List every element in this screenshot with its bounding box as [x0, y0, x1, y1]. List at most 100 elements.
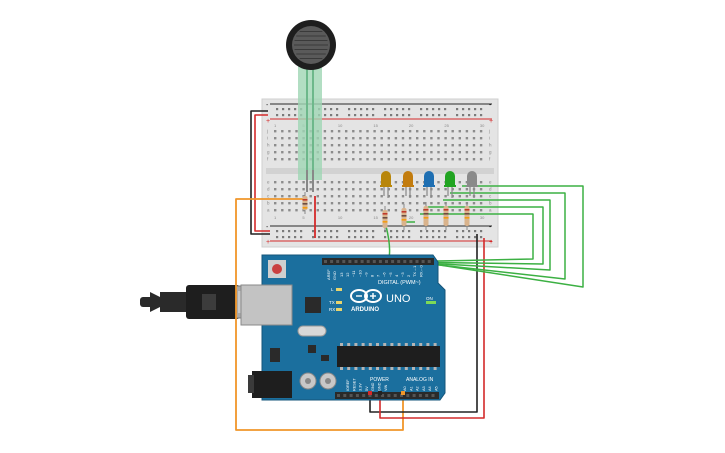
rail-hole: [402, 108, 405, 111]
breadboard-hole: [302, 209, 305, 212]
led-1: [380, 171, 392, 198]
rail-hole: [462, 114, 465, 117]
breadboard-hole: [479, 151, 483, 154]
breadboard-hole: [387, 158, 390, 161]
column-number: 15: [373, 215, 378, 220]
breadboard-hole: [437, 202, 440, 205]
breadboard-hole: [472, 137, 476, 140]
breadboard-hole: [387, 144, 390, 147]
breadboard-hole: [323, 209, 327, 212]
breadboard-hole: [458, 181, 461, 184]
breadboard-hole: [274, 181, 277, 184]
header-pin: [427, 260, 431, 263]
rail-hole: [366, 108, 369, 111]
header-pin: [403, 260, 407, 263]
rail-hole: [282, 230, 285, 233]
rail-hole: [420, 108, 423, 111]
breadboard-hole: [451, 137, 454, 140]
breadboard-hole: [465, 137, 469, 140]
rail-hole: [474, 108, 477, 111]
breadboard-hole: [337, 130, 341, 133]
rail-hole: [384, 108, 387, 111]
rail-hole: [360, 108, 363, 111]
breadboard-hole: [416, 202, 419, 205]
breadboard-hole: [337, 202, 341, 205]
breadboard-hole: [345, 158, 348, 161]
breadboard-hole: [366, 195, 369, 198]
rail-hole: [456, 236, 459, 239]
breadboard-hole: [359, 195, 362, 198]
breadboard-hole: [337, 188, 341, 191]
breadboard-hole: [437, 130, 440, 133]
rail-hole: [366, 236, 369, 239]
rail-hole: [300, 230, 303, 233]
on-label: ON: [426, 296, 433, 301]
rail-hole: [294, 108, 297, 111]
header-pin: [406, 394, 410, 397]
breadboard-hole: [394, 202, 398, 205]
reset-button[interactable]: [272, 264, 282, 274]
breadboard-hole: [337, 158, 341, 161]
rail-hole: [402, 230, 405, 233]
breadboard-hole: [274, 188, 277, 191]
breadboard-hole: [330, 130, 334, 133]
breadboard-hole: [401, 137, 405, 140]
force-sensor: [286, 20, 336, 192]
breadboard-hole: [437, 137, 440, 140]
breadboard-hole: [302, 195, 305, 198]
breadboard-hole: [408, 130, 412, 133]
breadboard-hole: [366, 130, 369, 133]
breadboard-hole: [274, 137, 277, 140]
column-number: 20: [409, 215, 414, 220]
breadboard-hole: [394, 151, 398, 154]
header-pin: [393, 394, 397, 397]
breadboard-hole: [451, 202, 454, 205]
led-3: [423, 171, 435, 198]
rail-hole: [420, 236, 423, 239]
rail-hole: [330, 236, 333, 239]
breadboard-hole: [323, 188, 327, 191]
rail-hole: [420, 114, 423, 117]
breadboard-hole: [472, 151, 476, 154]
breadboard-hole: [330, 144, 334, 147]
rail-hole: [330, 108, 333, 111]
rail-hole: [336, 230, 339, 233]
row-letter: b: [267, 201, 270, 206]
header-pin: [360, 260, 364, 263]
rail-hole: [360, 230, 363, 233]
rail-hole: [408, 236, 411, 239]
breadboard-hole: [380, 144, 383, 147]
breadboard-hole: [288, 181, 291, 184]
breadboard-hole: [274, 151, 277, 154]
rail-hole: [312, 236, 315, 239]
breadboard-hole: [458, 130, 461, 133]
header-pin: [374, 394, 378, 397]
rail-hole: [348, 108, 351, 111]
breadboard-hole: [366, 209, 369, 212]
breadboard-hole: [323, 195, 327, 198]
breadboard-hole: [394, 137, 398, 140]
breadboard-hole: [330, 209, 334, 212]
analog-pin-label: A1: [409, 386, 413, 391]
breadboard-hole: [387, 202, 390, 205]
rail-hole: [276, 114, 279, 117]
breadboard-hole: [373, 144, 376, 147]
rail-hole: [324, 230, 327, 233]
digital-pin-label: 13: [339, 272, 344, 277]
rail-hole: [348, 114, 351, 117]
breadboard-hole: [380, 130, 383, 133]
rail-hole: [438, 114, 441, 117]
breadboard-hole: [352, 144, 355, 147]
breadboard-hole: [345, 202, 348, 205]
rail-hole: [444, 230, 447, 233]
row-letter: e: [489, 180, 492, 185]
header-pin: [397, 260, 401, 263]
row-letter: a: [489, 208, 492, 213]
breadboard-hole: [416, 181, 419, 184]
breadboard-hole: [274, 209, 277, 212]
rail-hole: [276, 236, 279, 239]
breadboard-hole: [387, 151, 390, 154]
rail-hole: [432, 230, 435, 233]
header-pin: [431, 394, 435, 397]
breadboard-hole: [345, 209, 348, 212]
